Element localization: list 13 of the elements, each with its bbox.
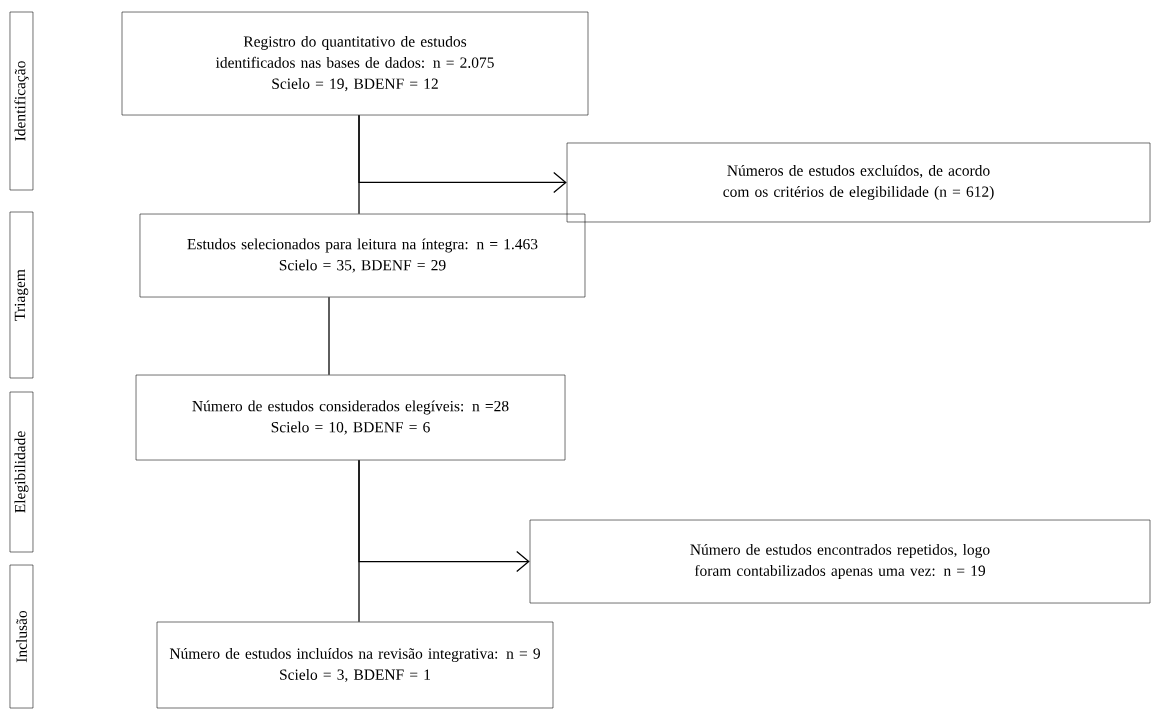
exclusion-box: Número de estudos encontrados repetidos, logo foram contabilizados apenas uma vez: n = 19 <box>529 519 1151 604</box>
arrow <box>358 459 530 573</box>
process-box: Registro do quantitativo de estudos identificados nas bases de dados: n = 2.075 Scielo = 19, BDENF = 12 <box>121 11 589 116</box>
connector-line <box>328 296 330 376</box>
stage-label-box: Triagem <box>9 211 34 379</box>
stage-label-box: Identificação <box>9 11 34 191</box>
exclusion-box: Números de estudos excluídos, de acordo com os critérios de elegibilidade (n = 612) <box>566 142 1151 223</box>
process-box: Número de estudos considerados elegíveis: n =28 Scielo = 10, BDENF = 6 <box>135 374 566 461</box>
stage-label-box: Elegibilidade <box>9 391 34 553</box>
stage-label-box: Inclusão <box>9 564 34 709</box>
arrow <box>358 114 567 194</box>
process-box: Estudos selecionados para leitura na íntegra: n = 1.463 Scielo = 35, BDENF = 29 <box>139 213 586 298</box>
process-box: Número de estudos incluídos na revisão integrativa: n = 9 Scielo = 3, BDENF = 1 <box>156 621 554 709</box>
